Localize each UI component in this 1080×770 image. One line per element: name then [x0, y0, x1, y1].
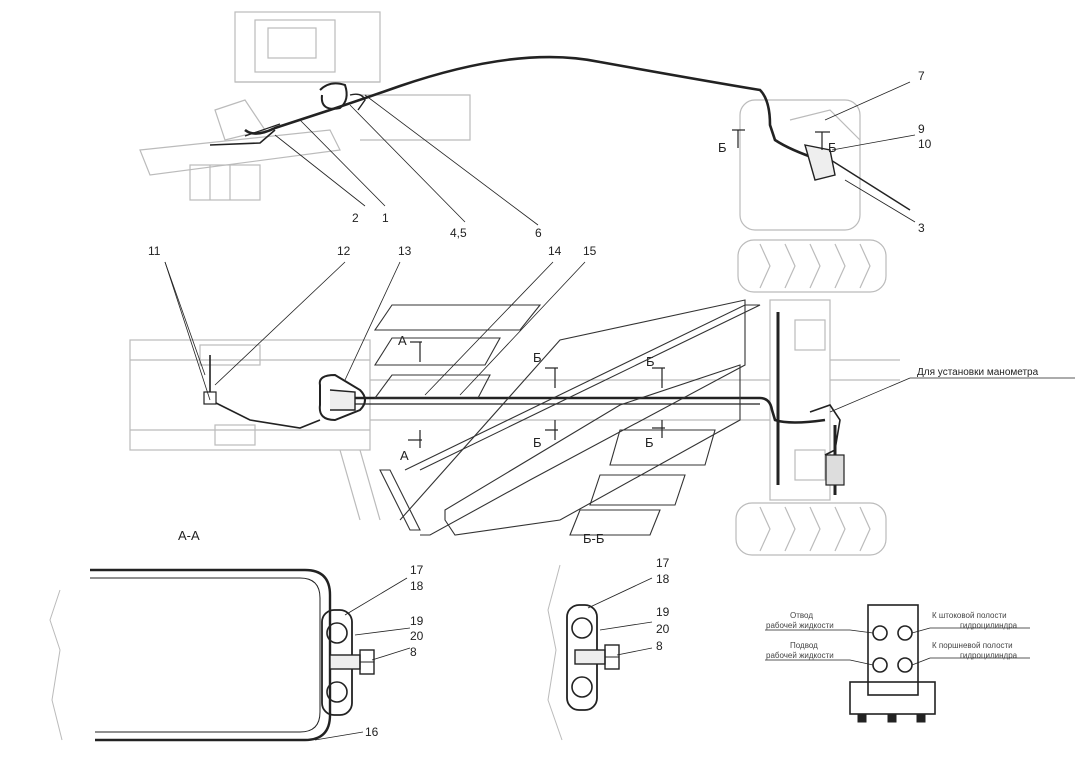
callout-18-aa: 18 — [410, 579, 424, 593]
callout-20-aa: 20 — [410, 629, 424, 643]
callout-10: 10 — [918, 137, 932, 151]
callout-18-bb: 18 — [656, 572, 670, 586]
callout-14: 14 — [548, 244, 562, 258]
callout-2: 2 — [352, 211, 359, 225]
cab-outline — [139, 11, 861, 231]
front-axle — [769, 299, 900, 501]
front-wheel-lower — [735, 502, 887, 556]
svg-text:рабочей жидкости: рабочей жидкости — [766, 621, 834, 630]
callout-3: 3 — [918, 221, 925, 235]
section-label-a-lower: А — [400, 448, 409, 463]
section-bb-leaders — [587, 577, 653, 656]
section-mark-b-top-right — [815, 131, 830, 150]
svg-text:гидроцилиндра: гидроцилиндра — [960, 621, 1018, 630]
section-bb-title: Б-Б — [583, 531, 604, 546]
callout-8-aa: 8 — [410, 645, 417, 659]
section-label-a-upper: А — [398, 333, 407, 348]
section-label-b-4: Б — [645, 435, 654, 450]
valve-label-drain: Отвод рабочей жидкости — [766, 611, 834, 630]
section-label-b-1: Б — [533, 350, 542, 365]
callout-11: 11 — [148, 244, 161, 258]
svg-text:рабочей жидкости: рабочей жидкости — [766, 651, 834, 660]
valve-block — [849, 604, 936, 723]
main-hydraulic-line — [203, 355, 841, 456]
callout-15: 15 — [583, 244, 597, 258]
callout-8-bb: 8 — [656, 639, 663, 653]
callout-6: 6 — [535, 226, 542, 240]
callout-17-bb: 17 — [656, 556, 670, 570]
manometer-note: Для установки манометра — [917, 367, 1039, 378]
section-mark-b-top-left — [732, 129, 745, 148]
callout-1: 1 — [382, 211, 389, 225]
valve-label-rod-cavity: К штоковой полости гидроцилиндра — [932, 611, 1018, 630]
valve-leaders — [765, 627, 1030, 666]
svg-text:Отвод: Отвод — [790, 611, 813, 620]
valve-label-piston-cavity: К поршневой полости гидроцилиндра — [932, 641, 1018, 660]
front-wheel-upper — [737, 239, 887, 293]
svg-text:Подвод: Подвод — [790, 641, 818, 650]
svg-text:К штоковой полости: К штоковой полости — [932, 611, 1007, 620]
callout-19-bb: 19 — [656, 605, 670, 619]
section-label-b-top-left: Б — [718, 140, 727, 155]
steering-cylinder — [776, 312, 845, 495]
section-aa-drawing — [49, 568, 375, 742]
callout-20-bb: 20 — [656, 622, 670, 636]
callout-7: 7 — [918, 69, 925, 83]
section-label-b-top-right: Б — [828, 140, 837, 155]
frame-outline — [129, 339, 770, 521]
callout-4-5: 4,5 — [450, 226, 467, 240]
section-label-b-3: Б — [646, 354, 655, 369]
callout-16: 16 — [365, 725, 379, 739]
callout-19-aa: 19 — [410, 614, 424, 628]
callout-12: 12 — [337, 244, 351, 258]
section-aa-leaders — [314, 577, 411, 741]
section-label-b-2: Б — [533, 435, 542, 450]
callout-13: 13 — [398, 244, 412, 258]
section-aa-title: А-А — [178, 528, 200, 543]
section-marks-bottom — [408, 341, 665, 448]
svg-text:гидроцилиндра: гидроцилиндра — [960, 651, 1018, 660]
section-bb-drawing — [547, 564, 620, 741]
valve-label-supply: Подвод рабочей жидкости — [766, 641, 834, 660]
svg-text:К поршневой полости: К поршневой полости — [932, 641, 1013, 650]
top-hose — [209, 55, 911, 211]
leader-lines — [164, 81, 1075, 413]
callout-9: 9 — [918, 122, 925, 136]
outline-ribbons — [373, 299, 761, 536]
callout-17-aa: 17 — [410, 563, 424, 577]
